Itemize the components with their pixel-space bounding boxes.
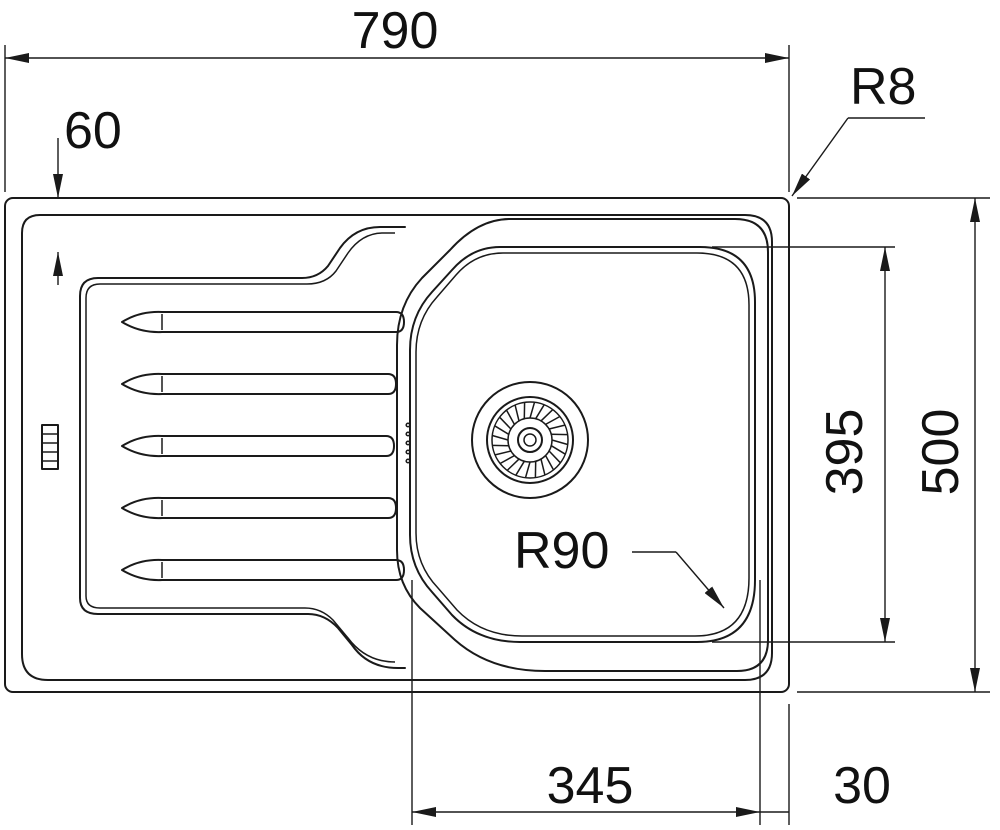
- drain-spoke: [550, 445, 566, 455]
- sink-inner-rim: [21, 214, 773, 681]
- dimension-labels: 790 60 R8 R90 395 500 345 30: [64, 2, 970, 815]
- drainboard-rib: [121, 372, 397, 396]
- drain-spoke: [506, 458, 520, 471]
- drainboard-rib: [121, 310, 405, 334]
- drain-spoke: [551, 439, 568, 446]
- drain-spoke: [514, 404, 520, 422]
- drain-spoke: [540, 409, 554, 422]
- drain-spoke: [524, 461, 531, 478]
- dimension-lines: [5, 53, 980, 817]
- r90-leader-line: [675, 551, 725, 609]
- drainboard-rib: [121, 496, 397, 520]
- drain-spoke: [494, 425, 510, 435]
- corner-radius-label: R8: [850, 58, 916, 116]
- overall-depth-label: 500: [912, 409, 970, 496]
- drainboard-inner-line: [85, 232, 396, 663]
- bowl-width-label: 345: [547, 757, 634, 815]
- bowl-outer-rim: [396, 218, 769, 672]
- r8-leader-line: [791, 117, 849, 197]
- extension-lines: [4, 45, 990, 825]
- drain-spoke: [499, 454, 515, 465]
- drain-spokes: [492, 402, 568, 478]
- drain-spoke: [544, 455, 555, 471]
- edge-offset-label: 60: [64, 102, 122, 160]
- bowl-radius-label: R90: [514, 522, 609, 580]
- drain-spoke: [540, 458, 546, 476]
- drain-spoke: [505, 409, 516, 425]
- overall-width-label: 790: [352, 2, 439, 60]
- sink-outline: [4, 197, 790, 693]
- drainboard-rib: [121, 434, 395, 458]
- drain-spoke: [535, 404, 545, 420]
- drain-spoke: [529, 402, 536, 419]
- bowl-overflow-holes: [405, 422, 411, 464]
- drain-spoke: [494, 450, 512, 456]
- bowl-depth-label: 395: [816, 409, 874, 496]
- sink-bowl: [396, 218, 769, 672]
- drain-spoke: [492, 434, 509, 441]
- drain-spoke: [548, 424, 566, 430]
- drainboard-rib: [121, 558, 405, 582]
- drain-spoke: [548, 450, 561, 464]
- bowl-basin-inner: [415, 252, 750, 637]
- drain-spoke: [499, 416, 512, 430]
- drainboard-ribs: [121, 310, 405, 582]
- drain-spoke: [515, 460, 525, 476]
- bowl-basin: [409, 246, 756, 643]
- sink-outer-edge: [4, 197, 790, 693]
- overflow-slot: [41, 424, 59, 470]
- drain-spoke: [545, 415, 561, 426]
- drain-strainer: [471, 381, 589, 499]
- drainboard: [79, 226, 406, 669]
- rim-offset-label: 30: [833, 757, 891, 815]
- drainboard-outline: [79, 226, 406, 669]
